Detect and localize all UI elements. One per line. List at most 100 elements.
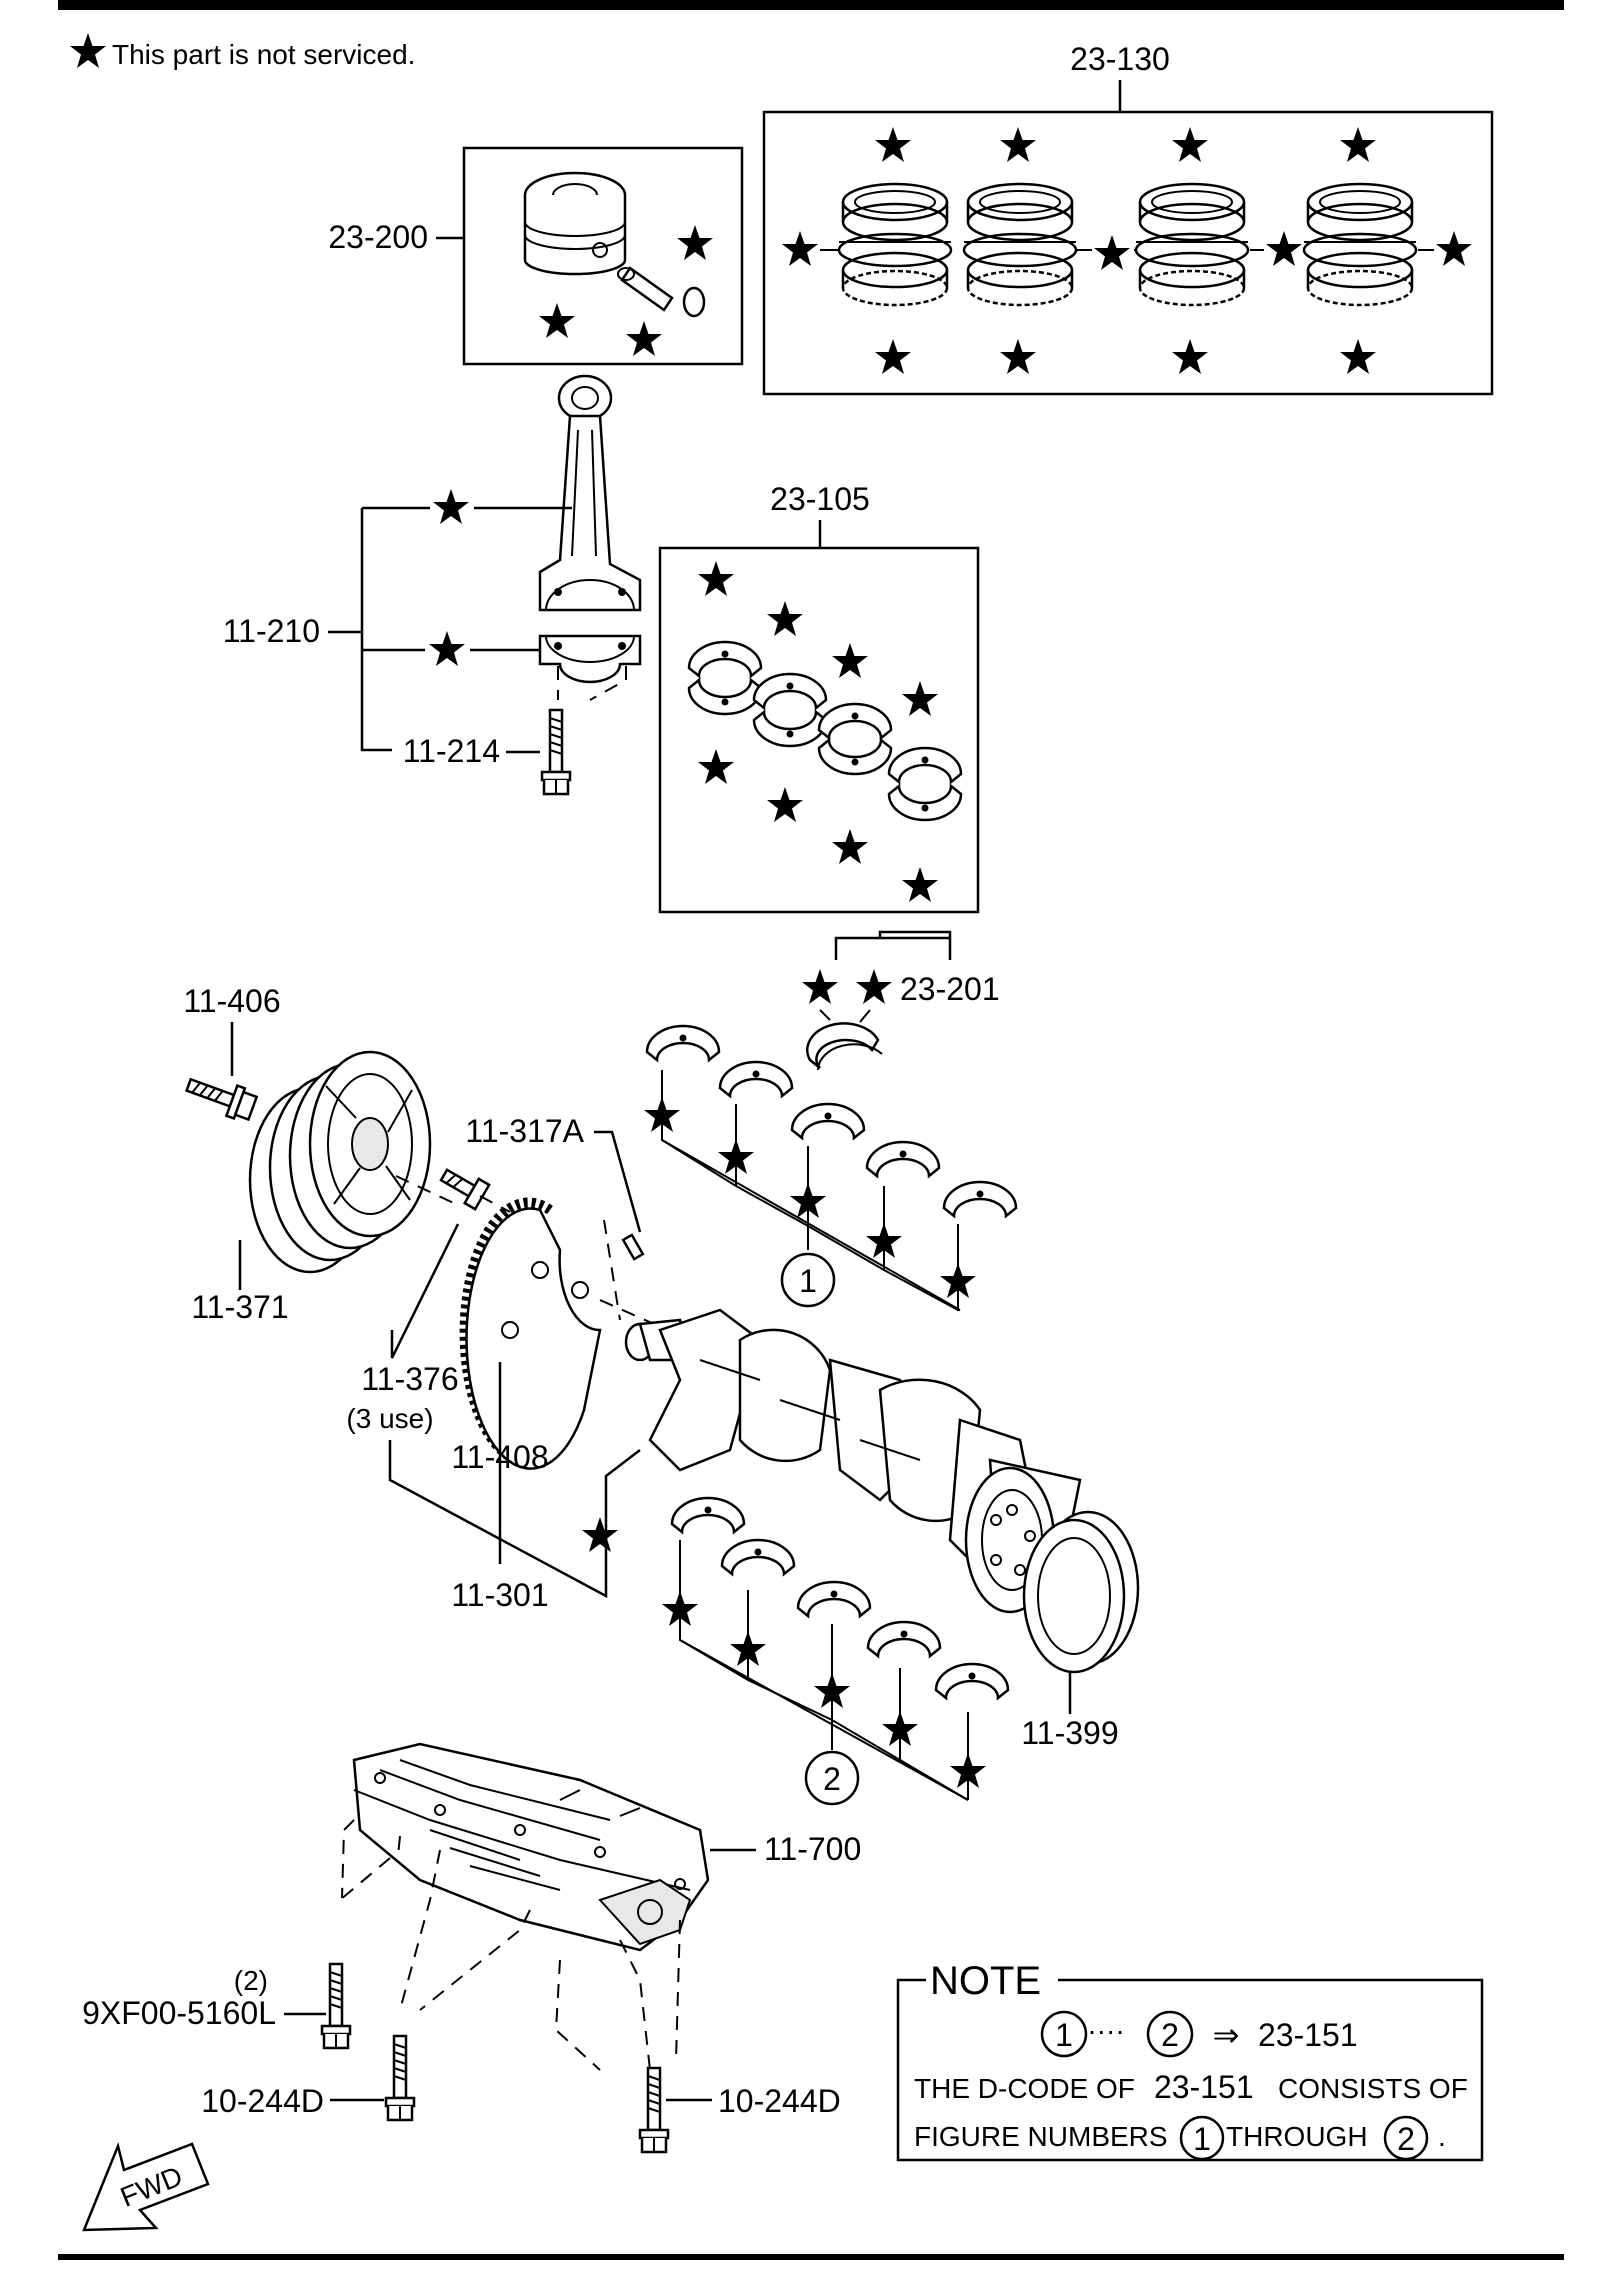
note-line2-code: 23-151 — [1154, 2069, 1254, 2105]
connecting-rod-group[interactable]: 11-210 11-214 — [223, 374, 642, 796]
piston-ring-1[interactable] — [837, 182, 953, 307]
main-bearing-upper-5[interactable] — [942, 1180, 1018, 1218]
note-line3-prefix: FIGURE NUMBERS — [914, 2121, 1168, 2152]
label-11-371: 11-371 — [191, 1289, 288, 1325]
lower-main-bearing-group[interactable]: 2 — [662, 1496, 1010, 1806]
connecting-rod[interactable] — [538, 374, 642, 612]
rod-bearing-lower-2[interactable] — [752, 710, 828, 748]
star-icon-cap — [429, 631, 465, 666]
rod-bearing-upper-3[interactable] — [817, 702, 893, 740]
note-range-from: 1 — [1055, 2017, 1073, 2053]
upper-main-bearing-group[interactable]: 23-201 1 — [644, 930, 1018, 1311]
timing-plate-group[interactable]: 11-317A 11-376 (3 use) 11-408 — [346, 1113, 691, 1475]
rod-bearing-lower-3[interactable] — [817, 738, 893, 776]
crankshaft[interactable] — [624, 1308, 1082, 1614]
rod-bearing-lower-1[interactable] — [687, 678, 763, 716]
figure-number-2 — [804, 1750, 860, 1806]
bottom-rule — [58, 2254, 1564, 2260]
piston-ring-2[interactable] — [962, 182, 1078, 307]
label-23-105: 23-105 — [770, 481, 870, 517]
label-23-200: 23-200 — [328, 219, 428, 255]
rear-oil-seal-group[interactable]: 11-399 — [1021, 1510, 1140, 1751]
pulley-bolt-group[interactable]: 11-406 11-371 — [183, 983, 461, 1325]
rod-bearing-group[interactable]: 23-105 — [658, 481, 980, 914]
note-line3-mid: THROUGH — [1226, 2121, 1368, 2152]
note-line2-prefix: THE D-CODE OF — [914, 2073, 1135, 2104]
note-line2-suffix: CONSISTS OF — [1278, 2073, 1468, 2104]
oil-pump-bolt-short[interactable] — [320, 1962, 352, 2050]
label-10-244d-right: 10-244D — [718, 2083, 841, 2119]
main-bearing-upper-1[interactable] — [645, 1024, 721, 1062]
rod-bearing-box — [658, 546, 980, 914]
note-range-dots: ···· — [1087, 2015, 1124, 2046]
main-bearing-lower-1[interactable] — [670, 1496, 746, 1534]
label-9xf00-qty: (2) — [234, 1965, 268, 1996]
legend-text: This part is not serviced. — [112, 39, 415, 70]
label-11-376-qty: (3 use) — [346, 1403, 433, 1434]
figure-number-2-text: 2 — [823, 1761, 841, 1797]
label-11-317A: 11-317A — [465, 1113, 584, 1149]
label-23-130: 23-130 — [1070, 41, 1170, 77]
main-bearing-lower-2[interactable] — [720, 1538, 796, 1576]
rod-bolt[interactable] — [540, 708, 572, 796]
crankshaft-group[interactable]: 11-301 — [388, 1219, 1082, 1614]
star-icon-thrust-2 — [856, 969, 892, 1004]
oil-pump-bolt-left[interactable] — [384, 2034, 416, 2122]
label-11-214: 11-214 — [403, 733, 500, 769]
label-11-406: 11-406 — [183, 983, 280, 1019]
piston-box — [462, 146, 744, 366]
label-23-201: 23-201 — [900, 971, 1000, 1007]
piston-ring-box — [762, 110, 1494, 396]
label-11-210: 11-210 — [223, 613, 320, 649]
fwd-arrow-icon: FWD — [82, 2141, 210, 2232]
piston[interactable] — [523, 171, 627, 276]
star-icon-crankshaft — [582, 1517, 618, 1552]
main-bearing-upper-3[interactable] — [790, 1102, 866, 1140]
oil-pump-bolt-right[interactable] — [638, 2066, 670, 2154]
rod-bearing-upper-1[interactable] — [687, 640, 763, 678]
thrust-bearing[interactable] — [806, 1022, 883, 1071]
main-bearing-lower-3[interactable] — [796, 1580, 872, 1618]
piston-group[interactable]: 23-200 — [328, 146, 744, 366]
crankshaft-key[interactable] — [621, 1233, 645, 1261]
note-arrow: ⇒ — [1213, 2017, 1240, 2053]
figure-number-1 — [780, 1252, 836, 1308]
rear-oil-seal[interactable] — [1022, 1510, 1140, 1674]
piston-pin[interactable] — [617, 266, 674, 312]
label-11-399: 11-399 — [1021, 1715, 1118, 1751]
rod-cap[interactable] — [538, 634, 642, 684]
star-icon-rod — [433, 489, 469, 524]
note-range-to: 2 — [1161, 2017, 1179, 2053]
note-line3-from: 1 — [1193, 2121, 1211, 2157]
piston-ring-3[interactable] — [1134, 182, 1250, 307]
piston-ring-4[interactable] — [1302, 182, 1418, 307]
main-bearing-upper-4[interactable] — [865, 1140, 941, 1178]
label-9xf00-5160l: 9XF00-5160L — [82, 1995, 276, 2031]
main-bearing-upper-2[interactable] — [718, 1060, 794, 1098]
plate-bolt[interactable] — [437, 1163, 491, 1211]
main-bearing-lower-5[interactable] — [934, 1662, 1010, 1700]
note-line3-end: . — [1438, 2121, 1446, 2152]
crankshaft-sensor-plate[interactable] — [459, 1197, 602, 1470]
label-10-244d-left: 10-244D — [201, 2083, 324, 2119]
oil-pump-group[interactable]: 11-700 — [339, 1742, 861, 2071]
top-rule — [58, 0, 1564, 10]
star-icon — [70, 33, 106, 68]
rod-bearing-upper-2[interactable] — [752, 672, 828, 710]
crankshaft-pulley[interactable] — [248, 1050, 432, 1274]
star-icons-rings — [782, 127, 1472, 374]
oil-pump-assembly[interactable] — [352, 1742, 710, 1952]
label-11-700: 11-700 — [764, 1831, 861, 1867]
note-title: NOTE — [930, 1959, 1041, 2003]
note-line3-to: 2 — [1397, 2121, 1415, 2157]
note-box: NOTE 1 ···· 2 ⇒ 23-151 THE D-CODE OF 23-… — [896, 1959, 1484, 2162]
main-bearing-lower-4[interactable] — [866, 1620, 942, 1658]
rod-bearing-upper-4[interactable] — [887, 746, 963, 784]
oil-pump-bolts-group[interactable]: (2) 9XF00-5160L 10-244D 10-244D — [82, 1962, 841, 2154]
pulley-bolt[interactable] — [183, 1070, 259, 1123]
star-icon-thrust-1 — [802, 969, 838, 1004]
piston-ring-set-group[interactable]: 23-130 — [762, 41, 1494, 396]
snap-ring[interactable] — [682, 286, 706, 318]
rod-bearing-lower-4[interactable] — [887, 784, 963, 822]
